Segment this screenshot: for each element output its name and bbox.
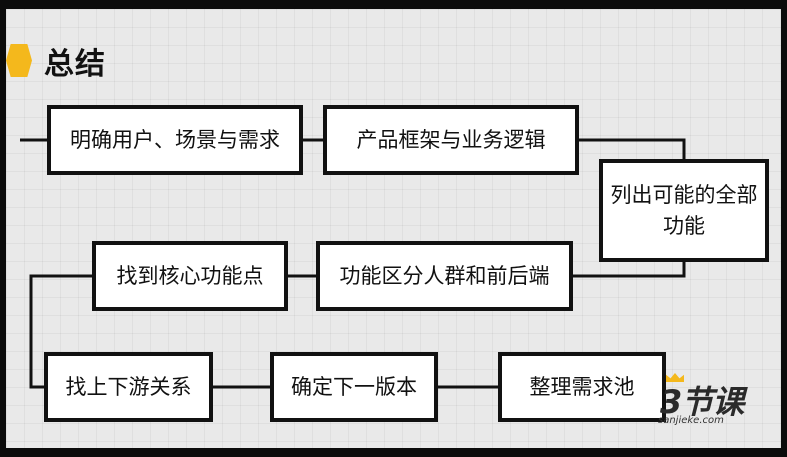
flow-node-label: 找到核心功能点 (116, 263, 264, 288)
flow-node-n8: 整理需求池 (498, 352, 666, 422)
slide: 总结 明确用户、场景与需求 产品框架与业务逻辑 列出可能的全部功能 功能区分人群… (6, 9, 781, 448)
connector-n3-n4 (572, 260, 686, 278)
crown-icon (666, 373, 684, 382)
watermark-url: sanjieke.com (658, 415, 724, 426)
flow-node-n5: 找到核心功能点 (92, 241, 288, 311)
flow-node-n1: 明确用户、场景与需求 (47, 105, 303, 175)
connector-n5-n6 (29, 274, 93, 389)
flow-node-n3: 列出可能的全部功能 (599, 159, 769, 262)
flow-node-n7: 确定下一版本 (270, 352, 438, 422)
flow-node-label: 找上下游关系 (65, 374, 192, 399)
title-marker (6, 44, 32, 77)
watermark-logo-text: 3节课 (660, 383, 744, 421)
watermark-logo: 3节课 sanjieke.com (656, 373, 766, 433)
flow-node-n6: 找上下游关系 (44, 352, 213, 422)
flow-node-label: 确定下一版本 (291, 374, 417, 399)
flow-node-label: 功能区分人群和前后端 (339, 263, 550, 288)
flow-node-label: 整理需求池 (529, 374, 635, 399)
flow-connectors (20, 138, 686, 389)
flow-node-label: 列出可能的全部功能 (610, 183, 758, 238)
flow-node-n4: 功能区分人群和前后端 (316, 241, 573, 311)
slide-title: 总结 (44, 47, 106, 82)
connector-n2-n3 (577, 138, 686, 161)
flow-node-label: 产品框架与业务逻辑 (356, 127, 546, 152)
flow-node-n2: 产品框架与业务逻辑 (323, 105, 579, 175)
flow-node-label: 明确用户、场景与需求 (70, 127, 280, 152)
